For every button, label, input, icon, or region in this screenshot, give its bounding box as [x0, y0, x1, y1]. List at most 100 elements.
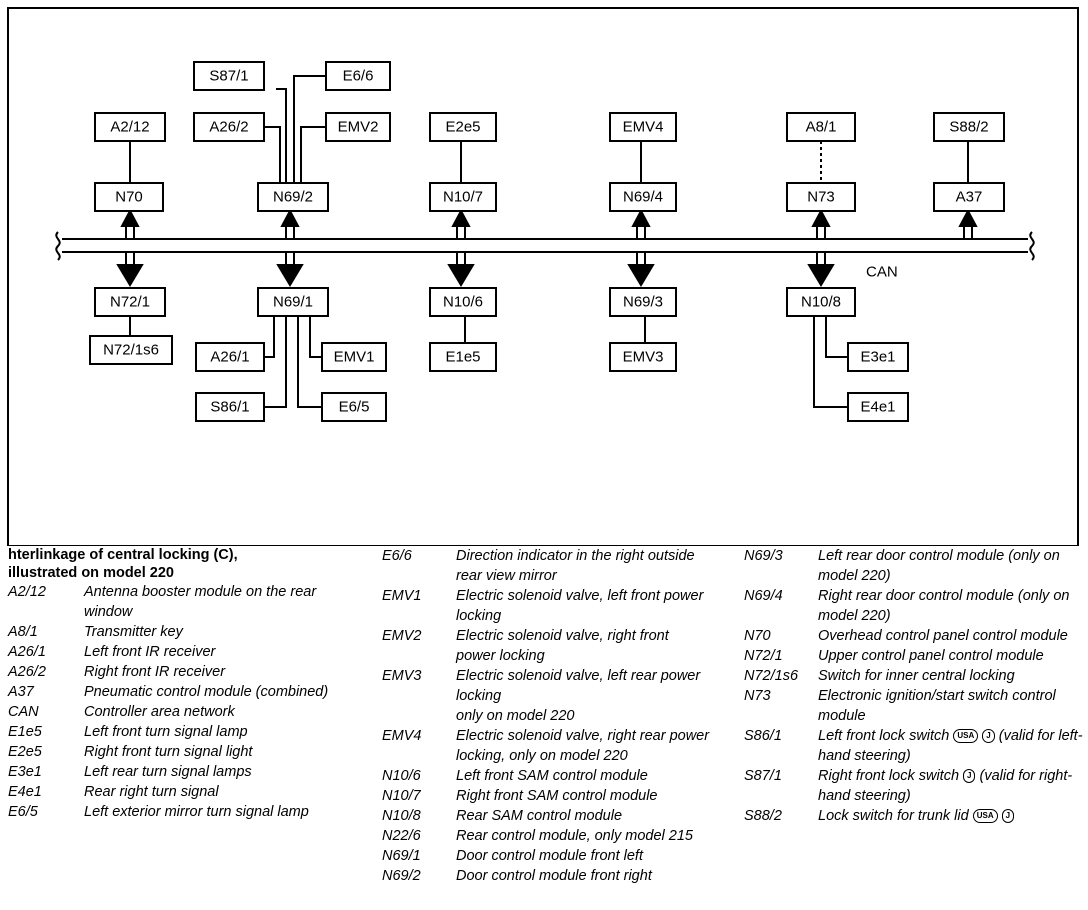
country-badge: J [963, 769, 976, 784]
legend-code: N72/1 [744, 648, 783, 664]
svg-text:E1e5: E1e5 [445, 349, 480, 366]
legend-description: Right front IR receiver [84, 662, 225, 682]
legend-description-text: Electric solenoid valve, left rear power… [456, 668, 701, 704]
legend-code: A2/12 [8, 584, 46, 600]
box-n72-1s6: N72/1s6 [89, 335, 173, 365]
legend-entry: E6/5 Left exterior mirror turn signal lam… [8, 802, 368, 822]
legend-description-text: Electric solenoid valve, left front powe… [456, 588, 704, 624]
legend-description: Right rear door control module (only on … [818, 586, 1084, 626]
legend-description: Switch for inner central locking [818, 666, 1015, 686]
legend-list-2: E6/6 Direction indicator in the right out… [382, 546, 712, 886]
svg-text:A8/1: A8/1 [806, 119, 837, 136]
legend-badges: J [959, 768, 976, 784]
svg-text:N10/7: N10/7 [443, 189, 483, 206]
svg-text:A26/1: A26/1 [210, 349, 249, 366]
legend-description: Antenna booster module on the rear windo… [84, 582, 368, 622]
legend-description-text: Antenna booster module on the rear windo… [84, 584, 317, 620]
legend-list-1: A2/12 Antenna booster module on the rear … [8, 582, 368, 822]
legend-description-text: Right front SAM control module [456, 788, 658, 804]
legend-description: Door control module front right [456, 866, 652, 886]
legend-code: EMV2 [382, 628, 422, 644]
legend-description: Electric solenoid valve, right front pow… [456, 626, 712, 666]
legend-description-text: Electric solenoid valve, right rear powe… [456, 728, 710, 764]
box-a37: A37 [933, 182, 1005, 212]
svg-text:N69/2: N69/2 [273, 189, 313, 206]
country-badge: J [982, 729, 995, 744]
legend-description: Electronic ignition/start switch control… [818, 686, 1084, 726]
legend-description: Electric solenoid valve, right rear powe… [456, 726, 712, 766]
legend-description: Left exterior mirror turn signal lamp [84, 802, 309, 822]
legend-description: Door control module front left [456, 846, 643, 866]
legend-description-text: Right front turn signal light [84, 744, 253, 760]
legend-description: Rear right turn signal [84, 782, 219, 802]
legend-column-1: hterlinkage of central locking (C), illu… [8, 546, 368, 822]
legend-note: (valid for right-hand steering) [818, 768, 1073, 804]
svg-text:A2/12: A2/12 [110, 119, 149, 136]
svg-text:EMV4: EMV4 [623, 119, 664, 136]
legend-description-text: Electric solenoid valve, right front pow… [456, 628, 669, 664]
svg-text:N69/3: N69/3 [623, 294, 663, 311]
box-n70: N70 [94, 182, 164, 212]
legend-code: E6/6 [382, 548, 412, 564]
box-n69-3: N69/3 [609, 287, 677, 317]
arrow-n107 [447, 208, 475, 287]
arrow-n70 [116, 208, 144, 287]
legend-description: Rear SAM control module [456, 806, 622, 826]
country-badge: J [1001, 809, 1015, 824]
legend-description-text: Left front SAM control module [456, 768, 648, 784]
legend-code: N22/6 [382, 828, 421, 844]
box-a2-12: A2/12 [94, 112, 166, 142]
legend-description: Transmitter key [84, 622, 183, 642]
legend-code: EMV1 [382, 588, 422, 604]
legend-code: E3e1 [8, 764, 42, 780]
box-s86-1: S86/1 [195, 392, 265, 422]
legend-code: A26/1 [8, 644, 46, 660]
legend-column-2: E6/6 Direction indicator in the right out… [382, 546, 712, 886]
box-e3e1: E3e1 [847, 342, 909, 372]
legend-code: A8/1 [8, 624, 38, 640]
svg-text:A37: A37 [956, 189, 983, 206]
svg-text:N69/1: N69/1 [273, 294, 313, 311]
arrow-n692 [276, 208, 304, 287]
legend-code: S88/2 [744, 808, 782, 824]
arrow-a37 [958, 208, 978, 239]
box-n69-1: N69/1 [257, 287, 329, 317]
box-e6-6: E6/6 [325, 61, 391, 91]
legend-description: Overhead control panel control module [818, 626, 1068, 646]
legend-code: S86/1 [744, 728, 782, 744]
legend-description: Direction indicator in the right outside… [456, 546, 712, 586]
box-e4e1: E4e1 [847, 392, 909, 422]
legend-description: Pneumatic control module (combined) [84, 682, 328, 702]
legend-code: N70 [744, 628, 771, 644]
box-a26-1: A26/1 [195, 342, 265, 372]
svg-text:N69/4: N69/4 [623, 189, 663, 206]
legend-entry: E6/6 Direction indicator in the right out… [382, 546, 712, 586]
svg-text:N72/1: N72/1 [110, 294, 150, 311]
box-e2e5: E2e5 [429, 112, 497, 142]
legend-description-text: Left rear door control module (only on m… [818, 548, 1060, 584]
diagram-frame [7, 7, 1079, 546]
svg-text:N10/6: N10/6 [443, 294, 483, 311]
legend-description-text: Left rear turn signal lamps [84, 764, 252, 780]
legend-code: N69/2 [382, 868, 421, 884]
box-n72-1: N72/1 [94, 287, 166, 317]
box-n69-2: N69/2 [257, 182, 329, 212]
box-emv2: EMV2 [325, 112, 391, 142]
legend-code: E6/5 [8, 804, 38, 820]
box-e1e5: E1e5 [429, 342, 497, 372]
